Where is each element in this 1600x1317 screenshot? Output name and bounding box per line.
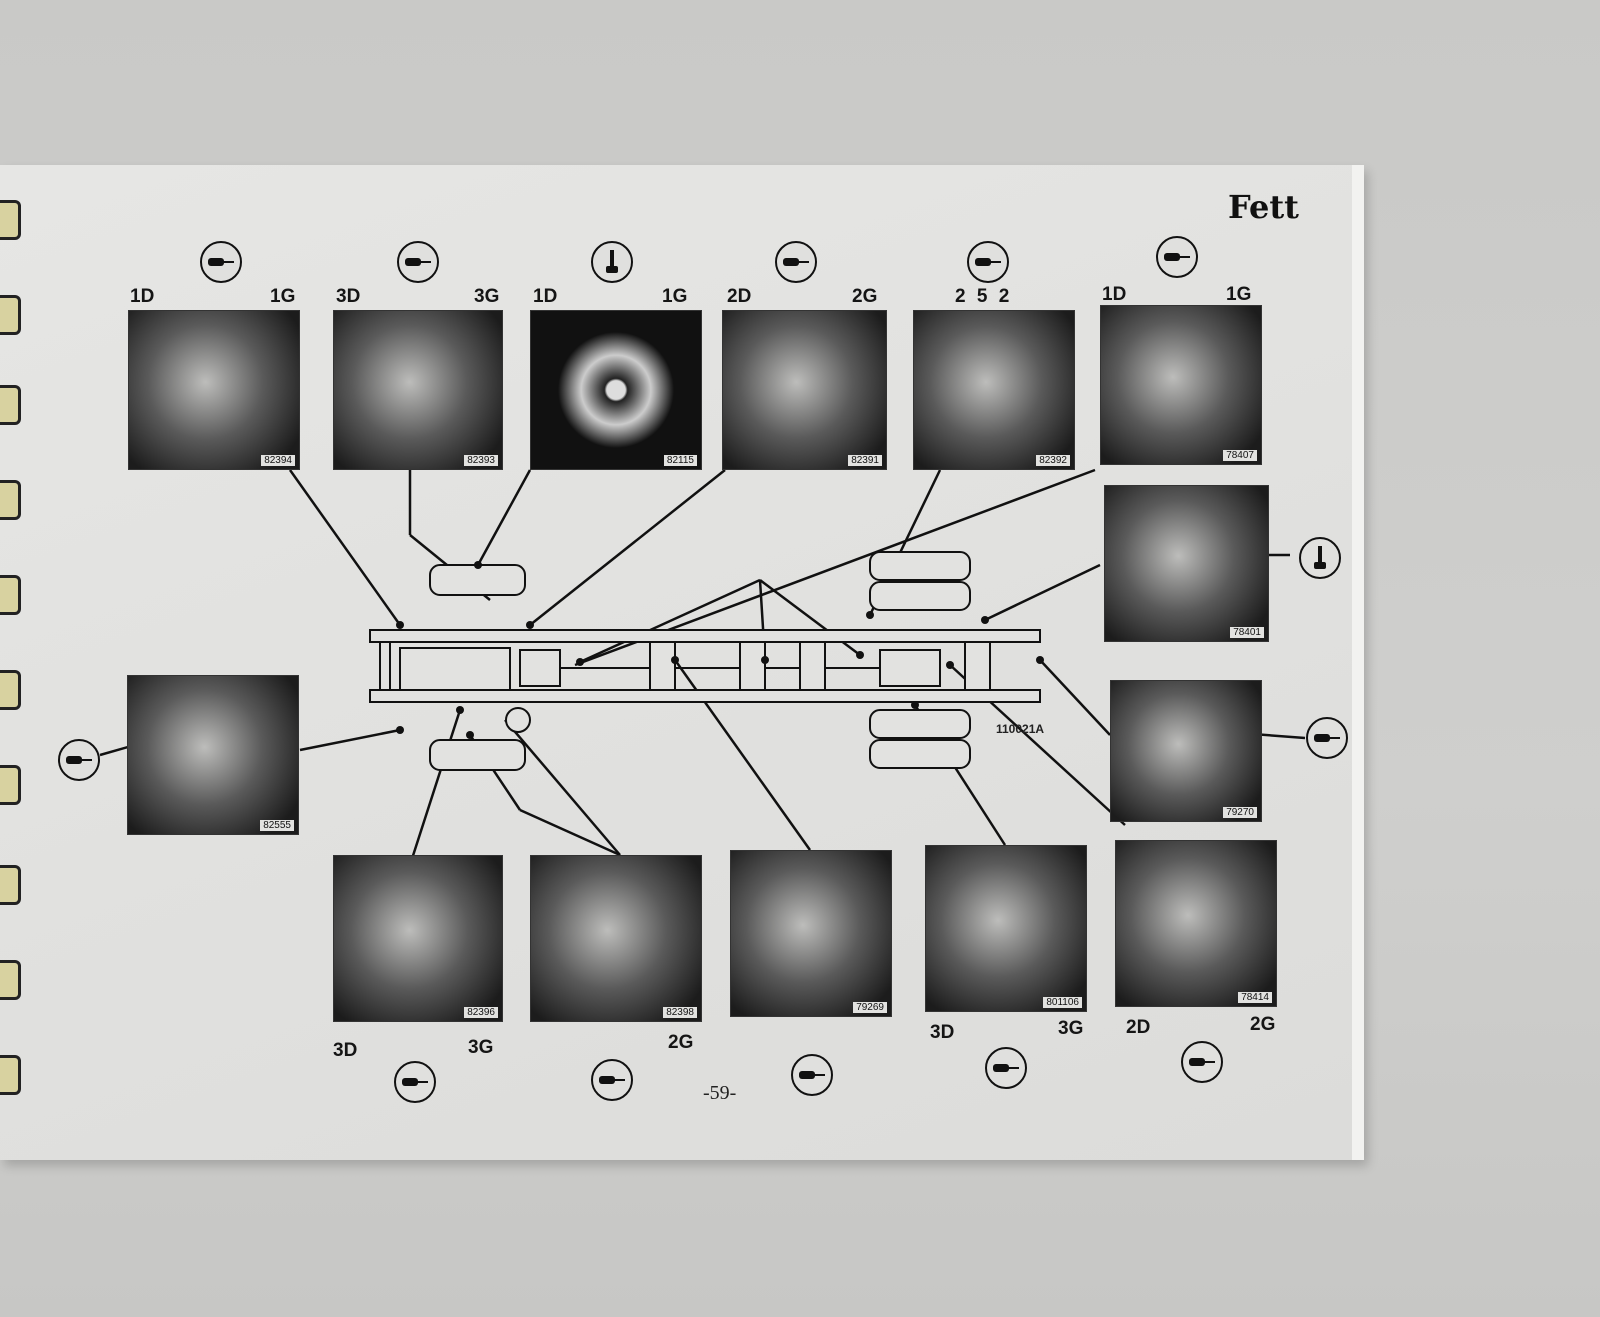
photo-number: 79269 bbox=[853, 1002, 887, 1013]
photo-panel: 79270 bbox=[1110, 680, 1262, 822]
photo-panel: 78401 bbox=[1104, 485, 1269, 642]
photo-panel: 82394 bbox=[128, 310, 300, 470]
grease-pump-icon bbox=[591, 241, 633, 283]
point-label: 2D bbox=[727, 286, 752, 307]
page-number: -59- bbox=[703, 1082, 737, 1104]
photo-panel: 82393 bbox=[333, 310, 503, 470]
grease-gun-icon bbox=[791, 1054, 833, 1096]
point-label: 3D bbox=[333, 1040, 358, 1061]
photo-panel: 78407 bbox=[1100, 305, 1262, 465]
photo-panel: 82396 bbox=[333, 855, 503, 1022]
binding-ring bbox=[0, 295, 21, 335]
binding-ring bbox=[0, 1055, 21, 1095]
page-title: Fett bbox=[1228, 188, 1299, 226]
grease-gun-icon bbox=[967, 241, 1009, 283]
point-label: 1D bbox=[1102, 284, 1127, 305]
grease-gun-icon bbox=[775, 241, 817, 283]
point-label: 1G bbox=[270, 286, 296, 307]
photo-number: 82396 bbox=[464, 1007, 498, 1018]
binding-ring bbox=[0, 765, 21, 805]
binding-ring bbox=[0, 670, 21, 710]
photo-number: 82392 bbox=[1036, 455, 1070, 466]
photo-panel: 82391 bbox=[722, 310, 887, 470]
binding-ring bbox=[0, 575, 21, 615]
grease-gun-icon bbox=[591, 1059, 633, 1101]
grease-gun-icon bbox=[200, 241, 242, 283]
photo-panel: 78414 bbox=[1115, 840, 1277, 1007]
grease-gun-icon bbox=[1181, 1041, 1223, 1083]
diagram-code: 110021A bbox=[996, 722, 1045, 736]
point-label: 3D bbox=[336, 286, 361, 307]
photo-panel: 82555 bbox=[127, 675, 299, 835]
photo-panel: 801106 bbox=[925, 845, 1087, 1012]
photo-panel: 82398 bbox=[530, 855, 702, 1022]
photo-number: 82394 bbox=[261, 455, 295, 466]
point-label: 3G bbox=[468, 1037, 494, 1058]
point-label: 3D bbox=[930, 1022, 955, 1043]
grease-gun-icon bbox=[58, 739, 100, 781]
binding-ring bbox=[0, 480, 21, 520]
point-label: 2G bbox=[1250, 1014, 1276, 1035]
grease-points bbox=[396, 561, 1044, 739]
binding-ring bbox=[0, 385, 21, 425]
point-label: 3G bbox=[474, 286, 500, 307]
photo-number: 78407 bbox=[1223, 450, 1257, 461]
point-label: 1G bbox=[1226, 284, 1252, 305]
point-label: 1D bbox=[533, 286, 558, 307]
binding-ring bbox=[0, 960, 21, 1000]
photo-number: 82555 bbox=[260, 820, 294, 831]
point-label: 1G bbox=[662, 286, 688, 307]
photo-panel: 79269 bbox=[730, 850, 892, 1017]
photo-number: 82115 bbox=[663, 455, 697, 466]
binding-ring bbox=[0, 200, 21, 240]
chassis-frame bbox=[369, 551, 1041, 771]
point-label: 2G bbox=[668, 1032, 694, 1053]
point-label: 2 5 2 bbox=[955, 286, 1010, 307]
grease-gun-icon bbox=[1306, 717, 1348, 759]
photo-number: 78414 bbox=[1238, 992, 1272, 1003]
binding-ring bbox=[0, 865, 21, 905]
photo-number: 82393 bbox=[464, 455, 498, 466]
grease-pump-icon bbox=[1299, 537, 1341, 579]
photo-number: 82398 bbox=[663, 1007, 697, 1018]
photo-number: 801106 bbox=[1043, 997, 1082, 1008]
point-label: 3G bbox=[1058, 1018, 1084, 1039]
photo-number: 82391 bbox=[848, 455, 882, 466]
grease-gun-icon bbox=[397, 241, 439, 283]
grease-gun-icon bbox=[985, 1047, 1027, 1089]
grease-gun-icon bbox=[394, 1061, 436, 1103]
point-label: 1D bbox=[130, 286, 155, 307]
photo-number: 78401 bbox=[1230, 627, 1264, 638]
point-label: 2D bbox=[1126, 1017, 1151, 1038]
grease-gun-icon bbox=[1156, 236, 1198, 278]
photo-panel: 82392 bbox=[913, 310, 1075, 470]
photo-number: 79270 bbox=[1223, 807, 1257, 818]
point-label: 2G bbox=[852, 286, 878, 307]
photo-panel: 82115 bbox=[530, 310, 702, 470]
